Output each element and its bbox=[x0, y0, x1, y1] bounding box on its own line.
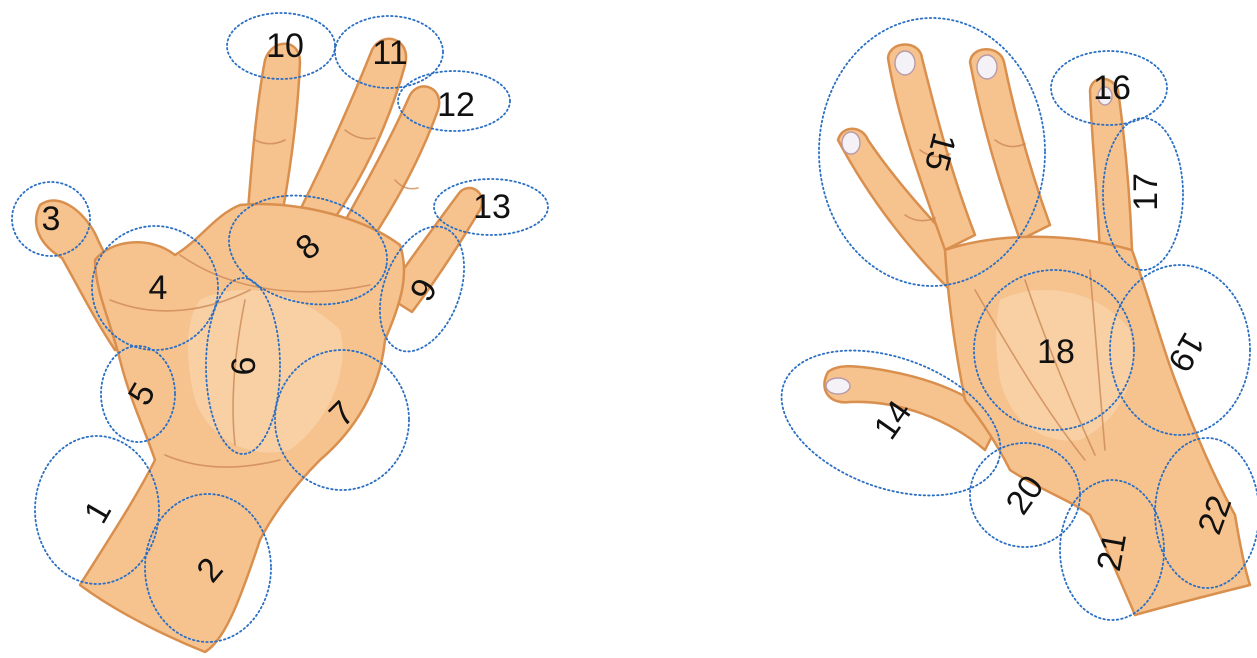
zone-6-label: 6 bbox=[225, 357, 263, 376]
palm-hand-illustration bbox=[36, 39, 482, 652]
zone-4-label: 4 bbox=[149, 269, 168, 307]
back-thumb-nail bbox=[826, 378, 850, 394]
zone-10-label: 10 bbox=[266, 27, 304, 65]
back-index-nail bbox=[842, 132, 860, 154]
zone-3-label: 3 bbox=[42, 200, 61, 238]
zone-21-label: 21 bbox=[1090, 530, 1134, 574]
zone-18-label: 18 bbox=[1037, 333, 1075, 371]
zone-16-label: 16 bbox=[1093, 69, 1131, 107]
back-ring-nail bbox=[977, 55, 997, 79]
zone-13-label: 13 bbox=[473, 188, 511, 226]
zone-1-label: 1 bbox=[77, 494, 119, 529]
zone-11-label: 11 bbox=[372, 34, 407, 72]
zone-12-label: 12 bbox=[437, 86, 475, 124]
back-middle-nail bbox=[895, 51, 915, 75]
palm-index-finger bbox=[248, 44, 300, 215]
zone-17-label: 17 bbox=[1127, 173, 1165, 211]
